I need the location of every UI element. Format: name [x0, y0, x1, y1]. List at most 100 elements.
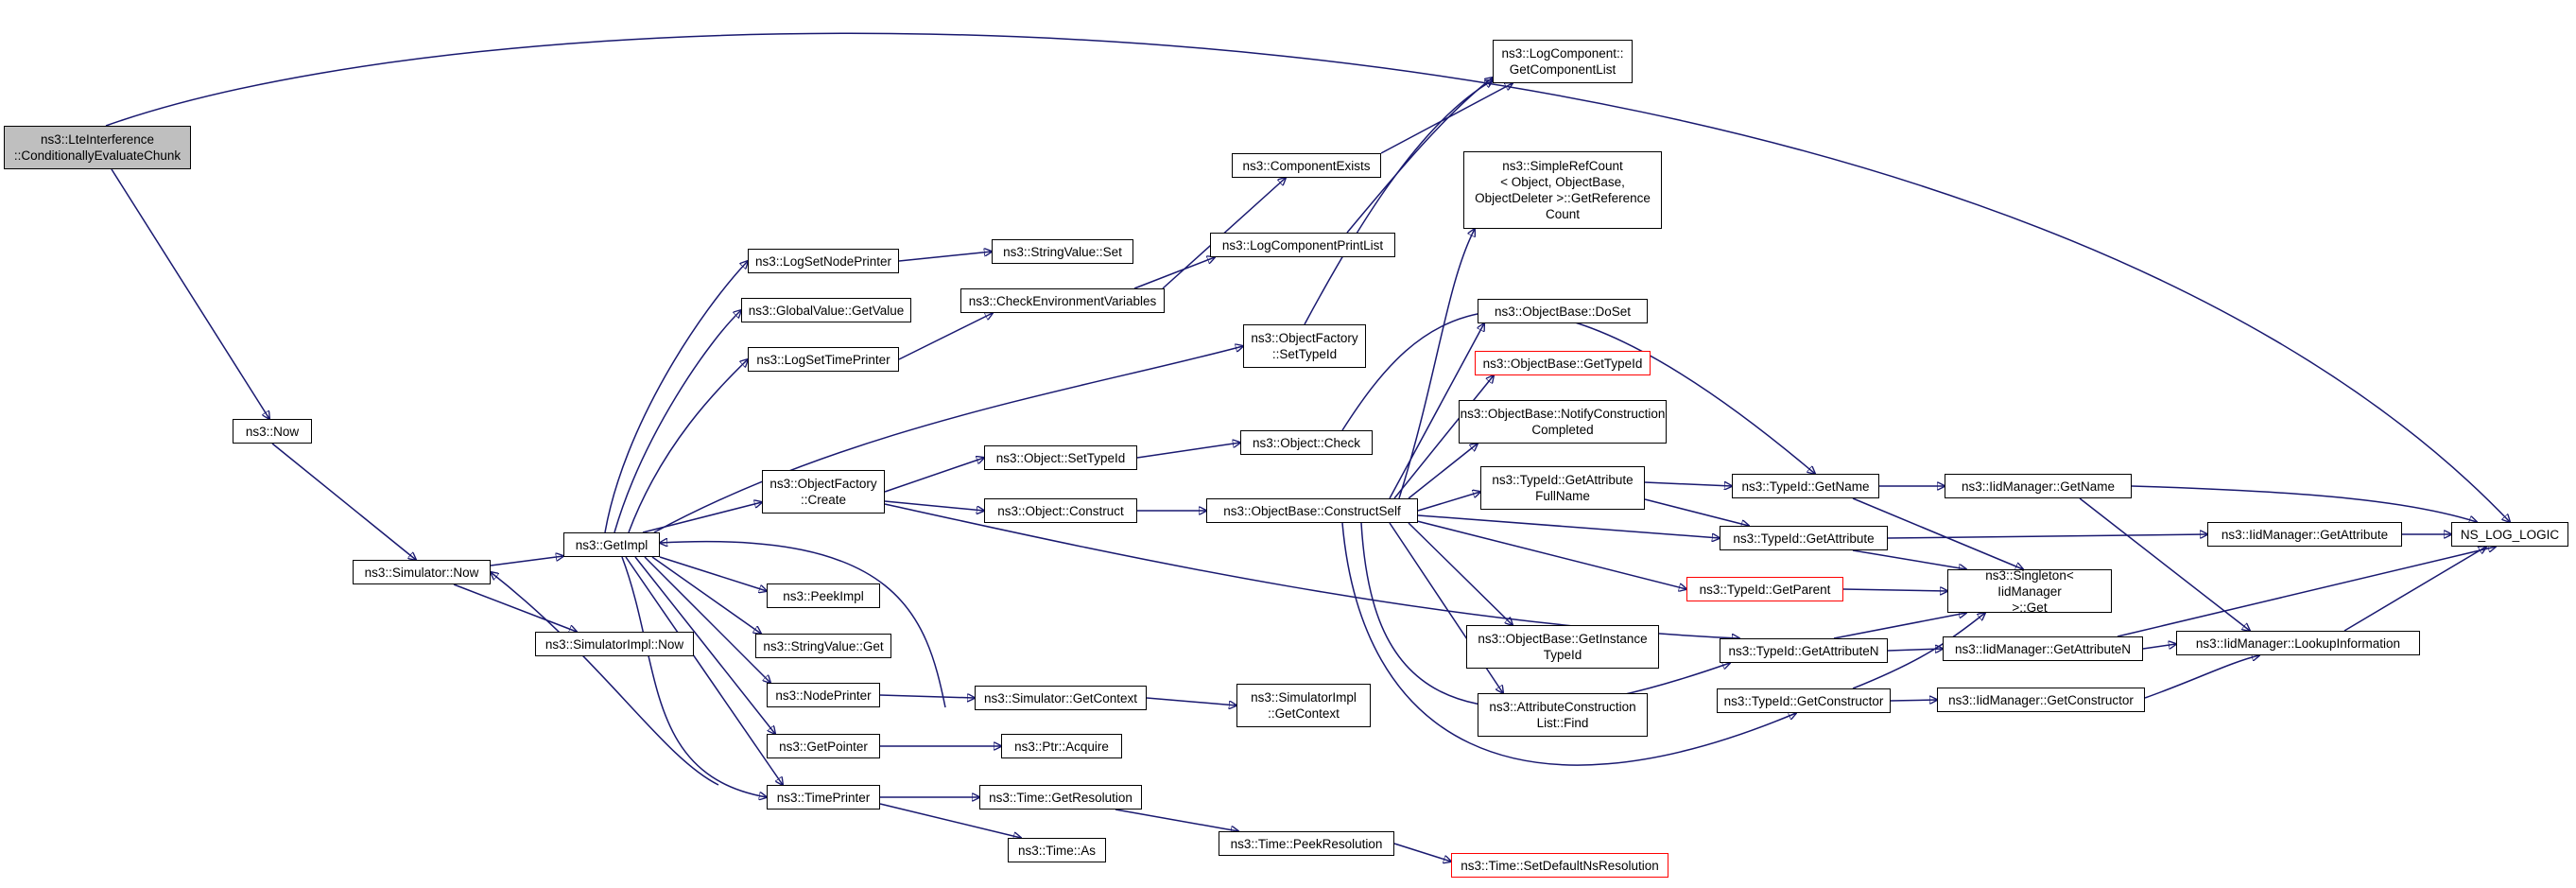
node-simulator-now[interactable]: ns3::Simulator::Now	[353, 560, 491, 584]
call-edge	[879, 695, 975, 698]
call-edge	[879, 803, 1021, 838]
node-peekimpl[interactable]: ns3::PeekImpl	[767, 583, 880, 608]
node-stringvalue-set[interactable]: ns3::StringValue::Set	[992, 239, 1133, 264]
node-typeid-getattribute[interactable]: ns3::TypeId::GetAttribute	[1720, 526, 1888, 550]
call-edge	[1842, 589, 1947, 591]
node-object-settypeid[interactable]: ns3::Object::SetTypeId	[984, 445, 1137, 470]
call-edge	[621, 556, 767, 797]
call-edge	[898, 252, 992, 262]
call-edge	[2117, 547, 2496, 637]
call-edge	[1417, 492, 1480, 512]
call-edge	[111, 168, 269, 419]
call-edge	[1341, 522, 1796, 766]
node-nodeprinter[interactable]: ns3::NodePrinter	[767, 683, 880, 707]
node-iidmanager-lookupinformation[interactable]: ns3::IidManager::LookupInformation	[2176, 631, 2420, 655]
call-edge	[1833, 613, 1966, 639]
call-edge	[1133, 257, 1215, 289]
node-typeid-getattributefullname[interactable]: ns3::TypeId::GetAttribute FullName	[1480, 466, 1645, 510]
call-edge	[642, 502, 762, 533]
call-edge	[884, 458, 984, 493]
node-getimpl[interactable]: ns3::GetImpl	[563, 532, 660, 557]
node-typeid-getattributen[interactable]: ns3::TypeId::GetAttributeN	[1720, 638, 1888, 663]
node-now[interactable]: ns3::Now	[233, 419, 312, 444]
call-edge	[2144, 655, 2259, 699]
call-edge	[1408, 522, 1513, 625]
node-attributeconstructionlist-find[interactable]: ns3::AttributeConstruction List::Find	[1478, 693, 1648, 737]
call-edge	[628, 359, 748, 533]
node-objectbase-getinstancetypeid[interactable]: ns3::ObjectBase::GetInstance TypeId	[1466, 625, 1659, 669]
node-ns-log-logic[interactable]: NS_LOG_LOGIC	[2451, 522, 2568, 547]
call-edge	[490, 556, 563, 566]
call-edge	[1852, 613, 1985, 689]
node-ptr-acquire[interactable]: ns3::Ptr::Acquire	[1001, 734, 1122, 758]
call-edge	[1412, 519, 1686, 589]
node-time-as[interactable]: ns3::Time::As	[1008, 838, 1106, 862]
call-edge	[651, 556, 761, 634]
node-stringvalue-get[interactable]: ns3::StringValue::Get	[755, 634, 891, 658]
node-logcomponent-getcomponentlist[interactable]: ns3::LogComponent:: GetComponentList	[1493, 40, 1633, 83]
call-edge	[884, 503, 1739, 638]
call-edge	[898, 313, 993, 360]
node-object-construct[interactable]: ns3::Object::Construct	[984, 498, 1137, 523]
call-edge	[1887, 534, 2207, 539]
call-edge	[105, 32, 2510, 522]
call-edge	[644, 556, 770, 683]
node-getpointer[interactable]: ns3::GetPointer	[767, 734, 880, 758]
call-edge	[1389, 323, 1484, 499]
call-edge	[2343, 547, 2486, 632]
node-typeid-getparent[interactable]: ns3::TypeId::GetParent	[1686, 577, 1843, 601]
call-edge	[1115, 809, 1238, 831]
call-edge	[659, 556, 767, 591]
node-globalvalue-getvalue[interactable]: ns3::GlobalValue::GetValue	[741, 298, 911, 322]
node-objectbase-gettypeid[interactable]: ns3::ObjectBase::GetTypeId	[1475, 351, 1651, 375]
node-typeid-getconstructor[interactable]: ns3::TypeId::GetConstructor	[1717, 688, 1891, 713]
node-checkenvironmentvariables[interactable]: ns3::CheckEnvironmentVariables	[960, 288, 1165, 313]
node-simulatorimpl-now[interactable]: ns3::SimulatorImpl::Now	[535, 632, 694, 656]
node-objectbase-notifyconstructioncompleted[interactable]: ns3::ObjectBase::NotifyConstruction Comp…	[1459, 400, 1667, 444]
node-iidmanager-getattribute[interactable]: ns3::IidManager::GetAttribute	[2207, 522, 2402, 547]
node-time-peekresolution[interactable]: ns3::Time::PeekResolution	[1219, 831, 1394, 856]
node-iidmanager-getconstructor[interactable]: ns3::IidManager::GetConstructor	[1937, 688, 2145, 712]
call-edge	[1852, 549, 1966, 569]
node-time-getresolution[interactable]: ns3::Time::GetResolution	[979, 785, 1142, 810]
call-edge	[1644, 482, 1732, 486]
call-edge	[453, 583, 577, 632]
call-edge	[1393, 843, 1451, 862]
node-singleton-iidmanager-get[interactable]: ns3::Singleton< IidManager >::Get	[1947, 568, 2112, 615]
node-iidmanager-getname[interactable]: ns3::IidManager::GetName	[1945, 474, 2132, 498]
call-edge	[271, 443, 416, 560]
call-edge	[2131, 485, 2477, 522]
node-iidmanager-getattributen[interactable]: ns3::IidManager::GetAttributeN	[1943, 636, 2143, 661]
call-edge	[1393, 375, 1494, 499]
node-timeprinter[interactable]: ns3::TimePrinter	[767, 785, 880, 810]
call-edge	[1146, 697, 1236, 705]
node-lteinterference-conditionallyevaluatechunk: ns3::LteInterference ::ConditionallyEval…	[4, 126, 191, 169]
call-edge	[604, 261, 748, 533]
call-edge	[625, 556, 783, 785]
call-edge	[1136, 443, 1240, 459]
node-time-setdefaultnsresolution[interactable]: ns3::Time::SetDefaultNsResolution	[1451, 853, 1668, 878]
node-logsetnodeprinter[interactable]: ns3::LogSetNodePrinter	[748, 249, 899, 273]
call-edge	[1408, 444, 1478, 499]
node-simulator-getcontext[interactable]: ns3::Simulator::GetContext	[975, 686, 1147, 710]
node-objectbase-constructself[interactable]: ns3::ObjectBase::ConstructSelf	[1206, 498, 1418, 523]
node-logcomponentprintlist[interactable]: ns3::LogComponentPrintList	[1210, 233, 1395, 257]
call-edge	[491, 572, 719, 786]
node-logsettimeprinter[interactable]: ns3::LogSetTimePrinter	[748, 347, 899, 372]
node-objectfactory-create[interactable]: ns3::ObjectFactory ::Create	[762, 470, 885, 514]
node-componentexists[interactable]: ns3::ComponentExists	[1232, 153, 1381, 178]
node-object-check[interactable]: ns3::Object::Check	[1240, 430, 1373, 455]
node-typeid-getname[interactable]: ns3::TypeId::GetName	[1732, 474, 1879, 498]
call-edge	[1398, 229, 1475, 499]
call-edge	[653, 346, 1243, 533]
call-edge	[2142, 644, 2176, 650]
node-objectbase-doset[interactable]: ns3::ObjectBase::DoSet	[1478, 299, 1648, 323]
node-objectfactory-settypeid[interactable]: ns3::ObjectFactory ::SetTypeId	[1243, 324, 1366, 368]
call-edge	[1852, 497, 2023, 569]
call-edge	[634, 556, 775, 734]
node-simulatorimpl-getcontext[interactable]: ns3::SimulatorImpl ::GetContext	[1236, 684, 1371, 727]
node-simplerefcount-getreferencecount[interactable]: ns3::SimpleRefCount < Object, ObjectBase…	[1463, 151, 1662, 229]
call-edge	[1890, 700, 1937, 701]
